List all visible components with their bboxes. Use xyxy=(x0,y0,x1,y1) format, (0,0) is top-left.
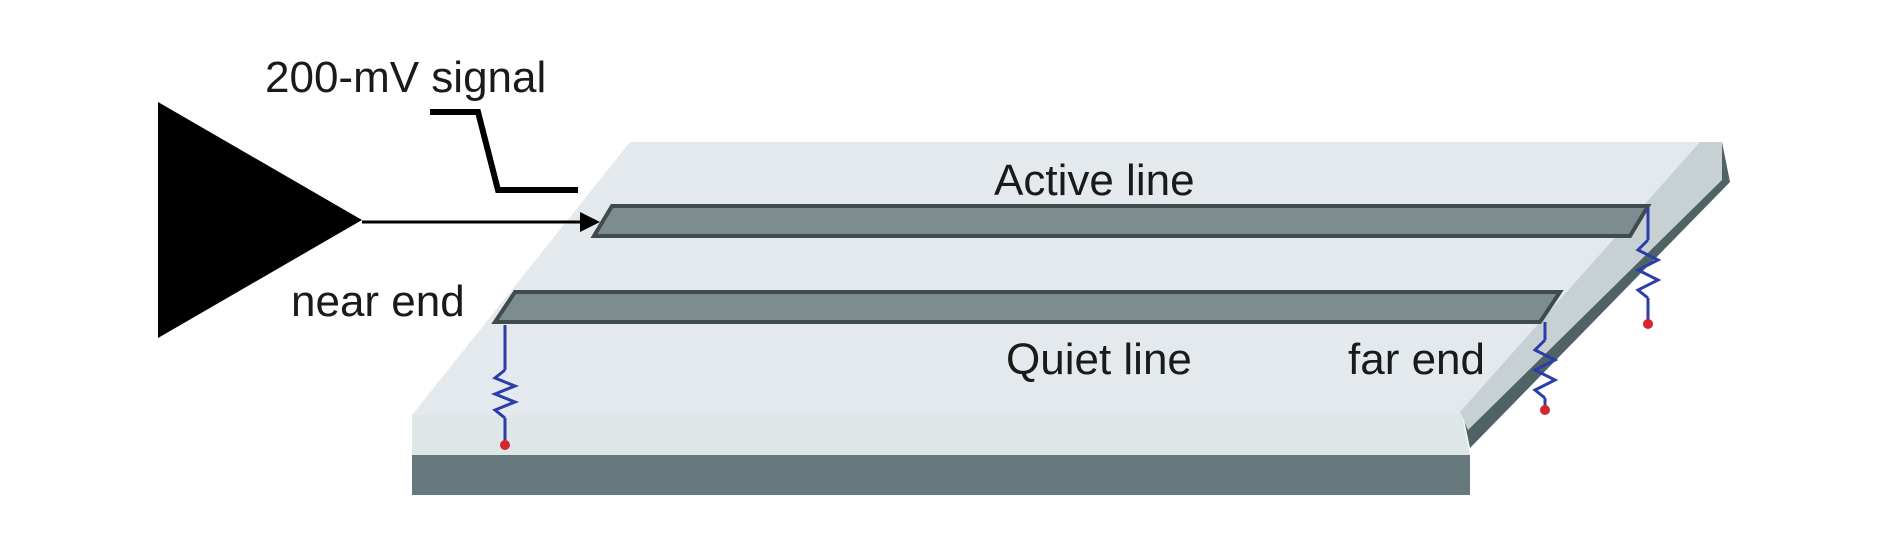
quiet-line-trace xyxy=(491,290,1564,324)
near-end-ground-terminal xyxy=(500,440,510,450)
far-end-label: far end xyxy=(1348,335,1485,384)
signal-step-waveform xyxy=(430,109,578,193)
signal-label: 200-mV signal xyxy=(265,53,546,102)
board-top-edge xyxy=(1460,142,1722,430)
active-line-trace xyxy=(590,204,1652,238)
quiet-line-label: Quiet line xyxy=(1006,335,1192,384)
active-far-end-resistor xyxy=(1634,208,1662,329)
driver-triangle xyxy=(158,102,362,338)
near-end-label: near end xyxy=(291,277,465,326)
quiet-far-end-ground-terminal xyxy=(1540,405,1550,415)
quiet-far-end-resistor xyxy=(1531,322,1559,415)
active-far-end-ground-terminal xyxy=(1643,319,1653,329)
active-line-label: Active line xyxy=(994,156,1195,205)
board-front-bevel xyxy=(412,415,1470,455)
board-front-face xyxy=(412,455,1470,495)
near-end-resistor xyxy=(490,325,520,450)
arrowhead xyxy=(580,212,600,232)
